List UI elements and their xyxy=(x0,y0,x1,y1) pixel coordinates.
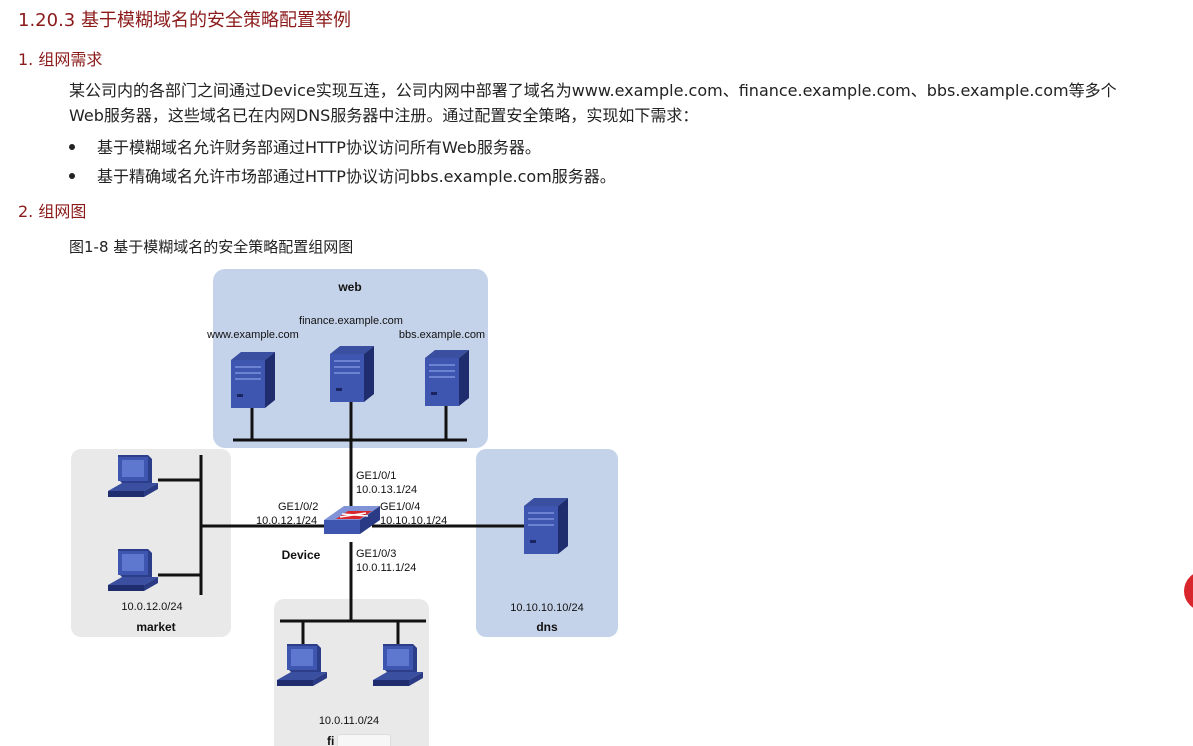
bullet-item: 基于模糊域名允许财务部通过HTTP协议访问所有Web服务器。 xyxy=(69,134,541,158)
dns-ip-label: 10.10.10.10/24 xyxy=(510,602,583,614)
market-subnet-label: 10.0.12.0/24 xyxy=(121,601,182,613)
intro-line-2: Web服务器，这些域名已在内网DNS服务器中注册。通过配置安全策略，实现如下需求… xyxy=(69,106,699,125)
dns-server-icon xyxy=(524,498,568,554)
dns-zone-label: dns xyxy=(536,620,558,634)
ge3-ip-label: 10.0.11.1/24 xyxy=(356,562,416,574)
finance-zone-label: fi xyxy=(327,734,334,746)
ge4-ip-label: 10.10.10.1/24 xyxy=(380,515,447,527)
ge1-port-label: GE1/0/1 xyxy=(356,470,396,482)
finance-subnet-label: 10.0.11.0/24 xyxy=(319,715,379,727)
ge4-port-label: GE1/0/4 xyxy=(380,501,420,513)
section-title: 1.20.3 基于模糊域名的安全策略配置举例 xyxy=(18,10,351,31)
ge2-ip-label: 10.0.12.1/24 xyxy=(256,515,317,527)
server-www-label: www.example.com xyxy=(206,329,299,341)
subsection-requirements: 1. 组网需求 xyxy=(18,50,103,69)
server-bbs-label: bbs.example.com xyxy=(399,329,485,341)
floating-action-button[interactable] xyxy=(1184,571,1193,611)
web-zone-label: web xyxy=(337,280,361,294)
server-bbs-icon xyxy=(425,350,469,406)
server-finance-icon xyxy=(330,346,374,402)
overlay-box xyxy=(337,734,391,746)
network-links xyxy=(158,402,528,647)
ge3-port-label: GE1/0/3 xyxy=(356,548,396,560)
ge1-ip-label: 10.0.13.1/24 xyxy=(356,484,417,496)
subsection-diagram: 2. 组网图 xyxy=(18,202,87,221)
market-zone-label: market xyxy=(136,620,175,634)
ge2-port-label: GE1/0/2 xyxy=(278,501,318,513)
bullet-text: 基于模糊域名允许财务部通过HTTP协议访问所有Web服务器。 xyxy=(97,138,541,157)
intro-line-1: 某公司内的各部门之间通过Device实现互连，公司内网中部署了域名为www.ex… xyxy=(69,81,1117,100)
bullet-text: 基于精确域名允许市场部通过HTTP协议访问bbs.example.com服务器。 xyxy=(97,167,616,186)
figure-caption: 图1-8 基于模糊域名的安全策略配置组网图 xyxy=(69,238,354,256)
server-finance-label: finance.example.com xyxy=(299,315,403,327)
server-www-icon xyxy=(231,352,275,408)
bullet-icon xyxy=(69,143,75,150)
bullet-icon xyxy=(69,172,75,179)
bullet-item: 基于精确域名允许市场部通过HTTP协议访问bbs.example.com服务器。 xyxy=(69,163,616,187)
device-firewall-icon xyxy=(324,506,380,534)
device-label: Device xyxy=(282,548,321,562)
finance-zone xyxy=(274,599,429,746)
